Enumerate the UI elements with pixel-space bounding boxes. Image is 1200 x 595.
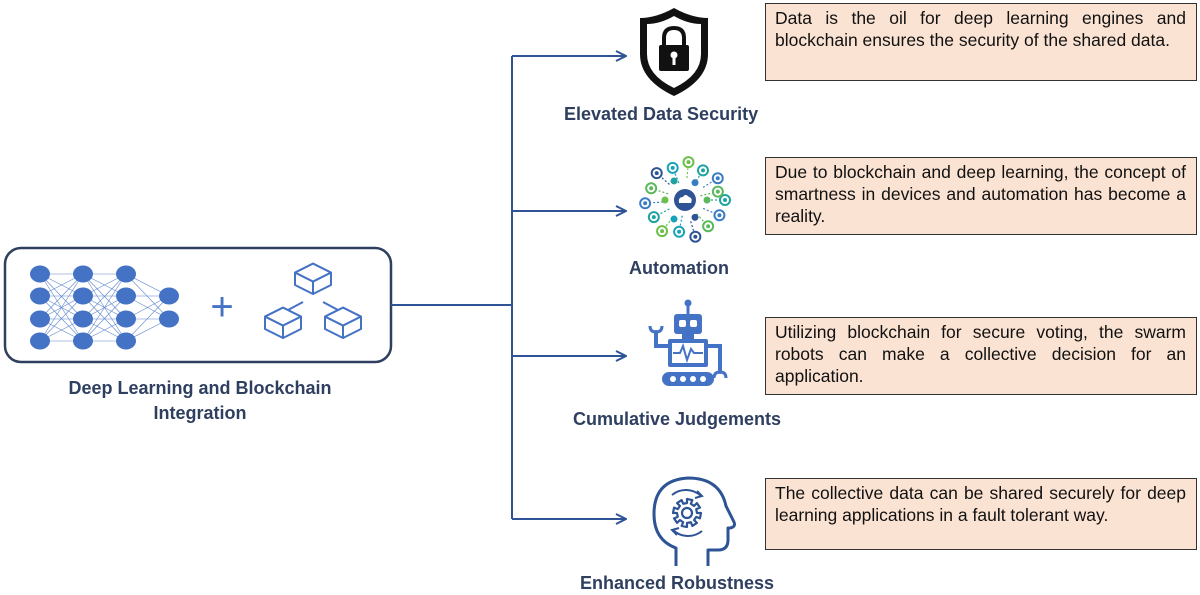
padlock-shield-icon [640, 8, 708, 96]
neuron-node [73, 265, 93, 283]
neuron-node [73, 287, 93, 305]
description-box-security: Data is the oil for deep learning engine… [765, 3, 1197, 81]
description-box-judgements: Utilizing blockchain for secure voting, … [765, 317, 1197, 395]
plus-sign: + [210, 285, 233, 329]
neuron-node [159, 310, 179, 328]
blockchain-cubes-icon [264, 262, 362, 339]
neuron-node [30, 310, 50, 328]
branch-label-automation: Automation [629, 258, 729, 278]
neuron-node [116, 310, 136, 328]
neuron-node [73, 332, 93, 350]
neuron-node [159, 287, 179, 305]
robot-icon [648, 299, 728, 386]
branch-label-judgements: Cumulative Judgements [573, 409, 782, 429]
neuron-node [30, 287, 50, 305]
neuron-node [116, 265, 136, 283]
neuron-node [30, 332, 50, 350]
neuron-node [116, 332, 136, 350]
connector-lines [391, 56, 626, 519]
description-box-robustness: The collective data can be shared secure… [765, 478, 1197, 550]
neural-network-icon [30, 265, 179, 350]
neuron-node [116, 287, 136, 305]
iot-network-icon [639, 156, 731, 243]
hub-title: Deep Learning and Blockchain Integration [68, 378, 332, 423]
neuron-node [73, 310, 93, 328]
branch-label-robustness: Enhanced Robustness [580, 573, 775, 593]
head-gear-icon [652, 476, 736, 566]
description-box-automation: Due to blockchain and deep learning, the… [765, 157, 1197, 235]
branch-label-security: Elevated Data Security [564, 104, 759, 124]
neuron-node [30, 265, 50, 283]
